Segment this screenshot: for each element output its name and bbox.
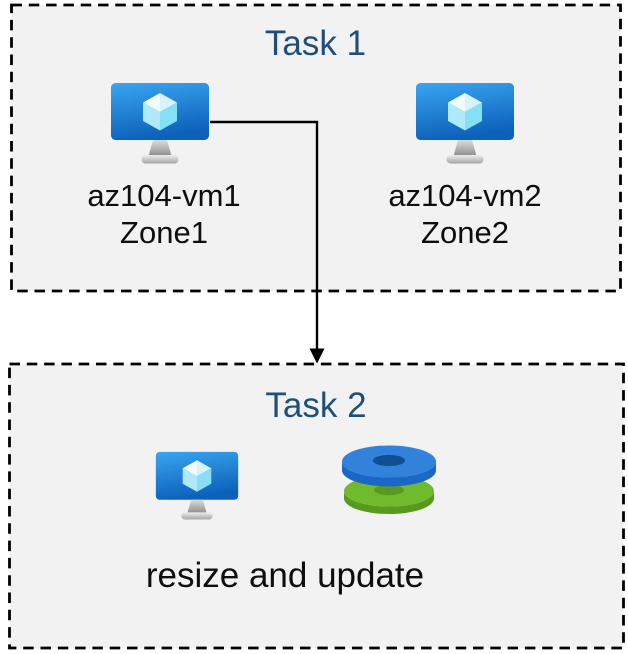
task2-vm-icon <box>155 451 239 520</box>
task2-caption: resize and update <box>145 556 425 595</box>
vm2-icon <box>416 83 514 164</box>
vm1-icon <box>111 83 209 164</box>
vm2-label: az104-vm2 Zone2 <box>365 177 565 251</box>
arrowhead-icon <box>309 348 325 364</box>
task2-title: Task 2 <box>265 386 367 425</box>
vm2-name: az104-vm2 <box>388 178 542 213</box>
disks-icon <box>342 445 436 514</box>
vm1-zone: Zone1 <box>120 215 208 250</box>
task2-box <box>8 362 625 650</box>
vm1-label: az104-vm1 Zone1 <box>64 177 264 251</box>
vm2-zone: Zone2 <box>421 215 509 250</box>
connector-line <box>210 120 319 350</box>
task1-title: Task 1 <box>264 24 367 63</box>
vm1-name: az104-vm1 <box>87 178 241 213</box>
